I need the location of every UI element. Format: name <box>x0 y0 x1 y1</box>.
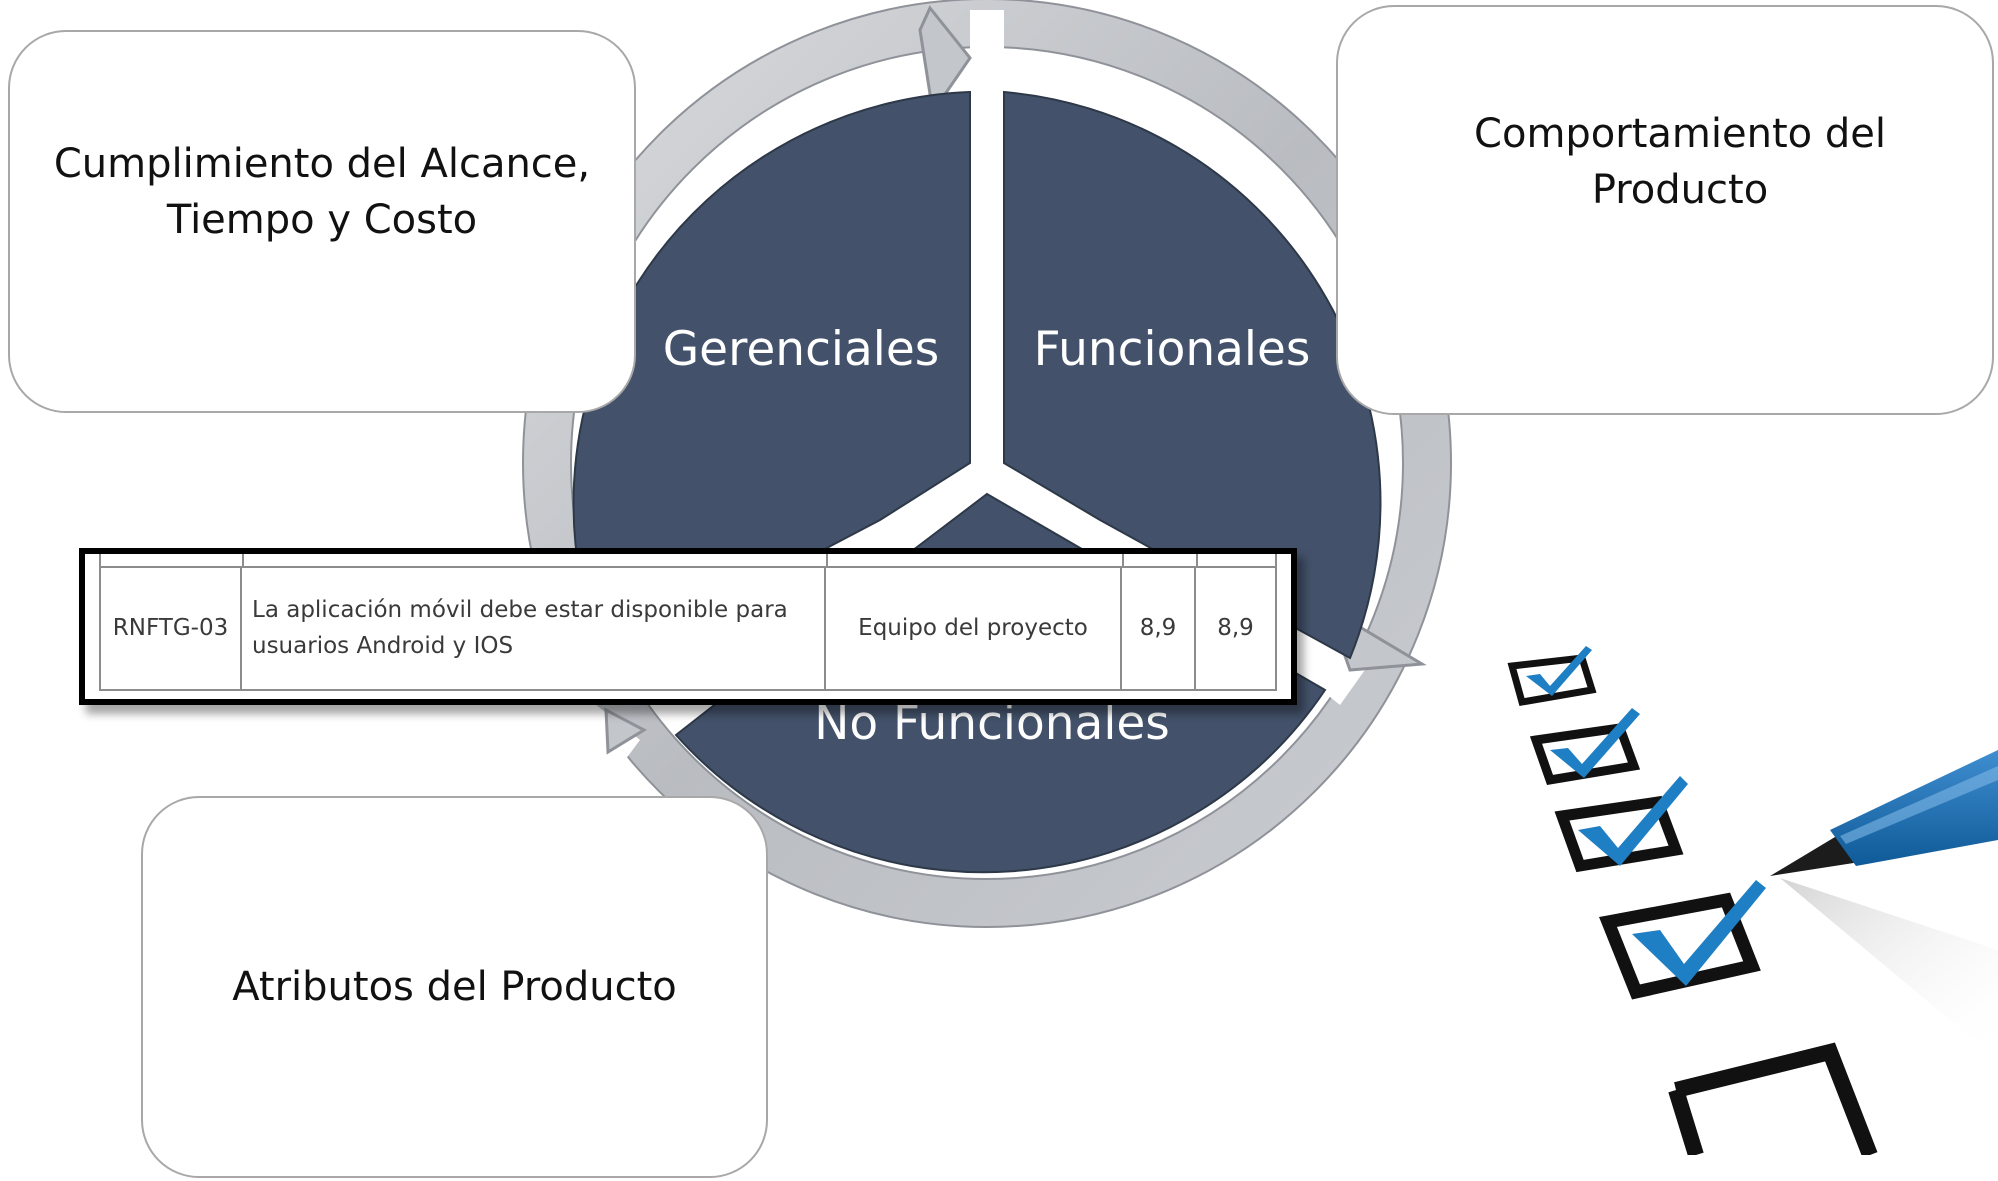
table-row: RNFTG-03 La aplicación móvil debe estar … <box>101 566 1275 689</box>
box-cumplimiento-line2: Tiempo y Costo <box>166 196 478 243</box>
checkbox-4 <box>1599 892 1761 1000</box>
cycle-segments <box>572 90 1382 874</box>
checklist-with-pen-icon <box>1507 646 1998 1155</box>
requirement-table-inner: RNFTG-03 La aplicación móvil debe estar … <box>99 554 1277 691</box>
check-icon-3 <box>1578 776 1688 866</box>
checkbox-3 <box>1554 795 1684 873</box>
requirement-description-line2: usuarios Android y IOS <box>252 632 514 659</box>
segment-label-no-funcionales: No Funcionales <box>814 696 1170 751</box>
table-top-edge <box>101 554 1275 566</box>
requirement-description-line1: La aplicación móvil debe estar disponibl… <box>252 596 788 623</box>
box-atributos: Atributos del Producto <box>141 796 768 1178</box>
checkbox-5 <box>1668 1042 1878 1155</box>
check-icon-1 <box>1526 646 1592 696</box>
checkbox-2 <box>1529 723 1641 786</box>
pen-icon <box>1770 750 1998 876</box>
pen-shadow <box>1780 878 1998 1060</box>
requirement-id: RNFTG-03 <box>101 568 242 689</box>
segment-label-funcionales: Funcionales <box>1034 322 1311 377</box>
segment-funcionales <box>1003 90 1382 660</box>
requirement-source: Equipo del proyecto <box>826 568 1122 689</box>
box-cumplimiento-line1: Cumplimiento del Alcance, <box>53 140 591 187</box>
requirement-description: La aplicación móvil debe estar disponibl… <box>242 568 826 689</box>
checkbox-group <box>1507 654 1878 1155</box>
arrowhead-left <box>604 707 648 755</box>
segment-label-gerenciales: Gerenciales <box>663 322 940 377</box>
requirement-value-1: 8,9 <box>1122 568 1196 689</box>
checkbox-1 <box>1507 654 1597 706</box>
box-comportamiento-line2: Producto <box>1591 167 1769 213</box>
box-atributos-line1: Atributos del Producto <box>232 964 677 1010</box>
check-icon-4 <box>1632 880 1766 986</box>
cycle-arrows <box>522 0 1452 928</box>
box-comportamiento-line1: Comportamiento del <box>1474 111 1886 157</box>
box-comportamiento: Comportamiento del Producto <box>1336 5 1994 415</box>
check-icon-2 <box>1550 708 1640 778</box>
requirement-table: RNFTG-03 La aplicación móvil debe estar … <box>79 548 1297 705</box>
check-marks <box>1526 646 1766 986</box>
requirement-value-2: 8,9 <box>1217 614 1254 641</box>
box-cumplimiento: Cumplimiento del Alcance, Tiempo y Costo <box>8 30 636 413</box>
